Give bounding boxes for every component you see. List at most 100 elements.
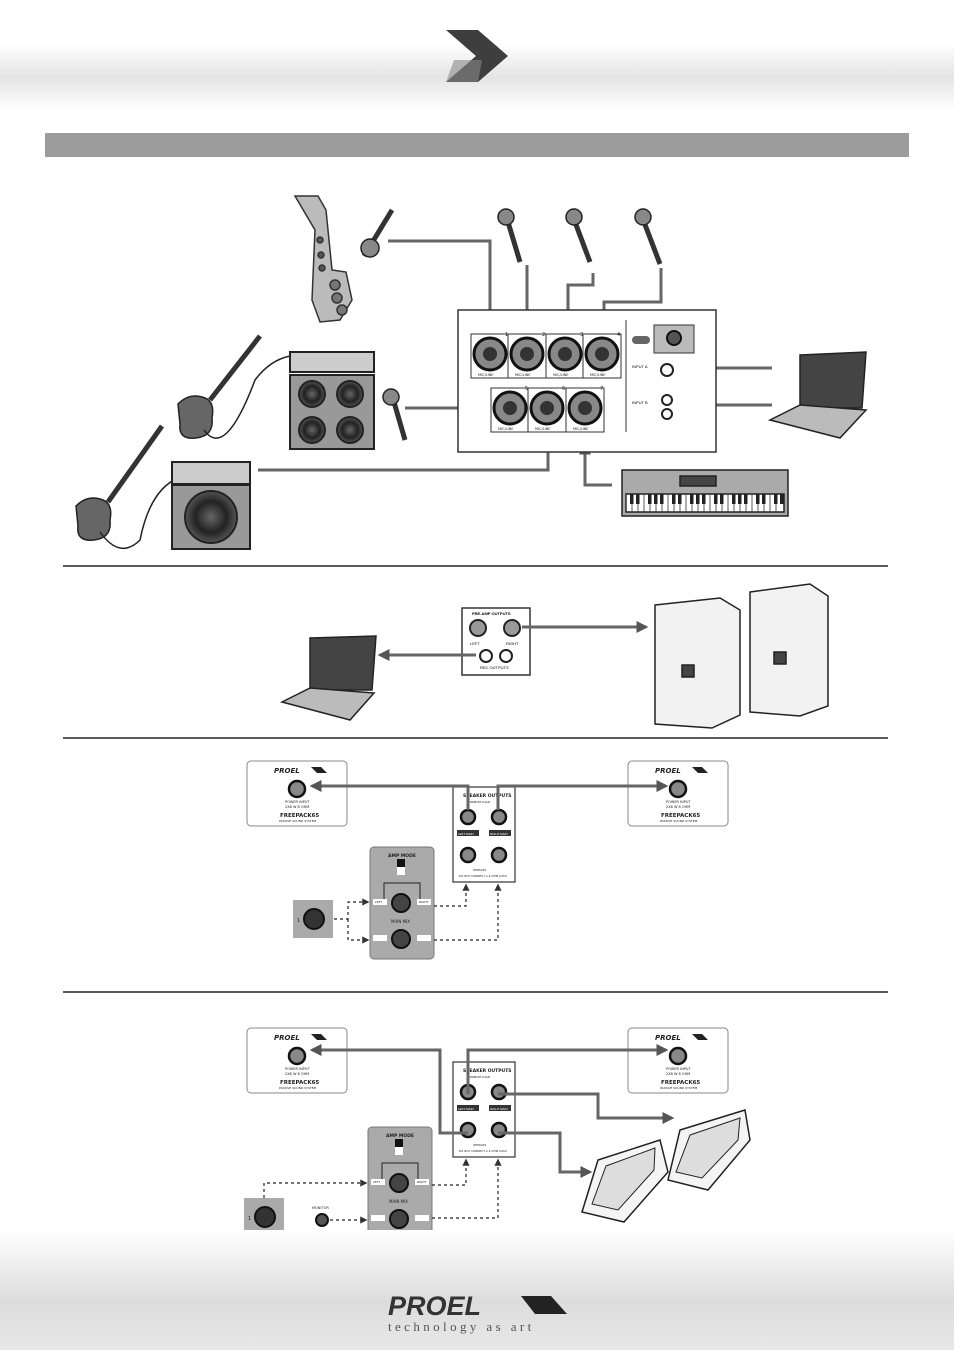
jack-label: MIC/LINE [573, 427, 589, 431]
jack-label: MIC/LINE [535, 427, 551, 431]
keyboard-keys [625, 494, 784, 512]
svg-text:POWER INPUT: POWER INPUT [666, 1067, 691, 1071]
jack-label: MIC/LINE [590, 373, 606, 377]
svg-text:RIGHT MAIN: RIGHT MAIN [490, 832, 508, 836]
pa-speaker-icon [654, 597, 741, 729]
svg-text:POWER INPUT: POWER INPUT [285, 800, 310, 804]
svg-text:FREEPACK65: FREEPACK65 [280, 1080, 319, 1086]
svg-text:SPEAKER OUTPUTS: SPEAKER OUTPUTS [463, 1068, 512, 1074]
microphone-icon [565, 208, 593, 263]
channel-number: 7 [600, 386, 603, 392]
svg-text:PROEL: PROEL [274, 767, 300, 775]
saxophone-icon [293, 195, 353, 323]
laptop-icon [279, 635, 377, 721]
svg-text:FREEPACK65: FREEPACK65 [280, 813, 319, 819]
svg-text:DO NOT CONNECT A 4-OHM LOAD: DO NOT CONNECT A 4-OHM LOAD [459, 1149, 507, 1153]
line-input-section [632, 324, 695, 420]
svg-text:PASSIVE SOUND SYSTEM: PASSIVE SOUND SYSTEM [660, 819, 698, 823]
svg-text:2X8 W 8 OHM: 2X8 W 8 OHM [285, 805, 309, 809]
pa-speaker-icon [749, 583, 829, 717]
svg-text:WEDGES: WEDGES [473, 868, 486, 872]
keyboard-synth-icon [621, 469, 789, 517]
section-title-bar [45, 133, 909, 157]
microphone-icon [634, 208, 663, 265]
channel-number: 3 [580, 332, 583, 338]
svg-text:RIGHT: RIGHT [417, 1180, 427, 1184]
svg-text:2X8 W 8 OHM: 2X8 W 8 OHM [285, 1072, 309, 1076]
input-b-label: INPUT B [632, 400, 648, 405]
svg-text:PROEL: PROEL [655, 1034, 681, 1042]
svg-text:WEDGES: WEDGES [473, 1143, 486, 1147]
svg-text:PROEL: PROEL [655, 767, 681, 775]
svg-text:AMP MODE: AMP MODE [388, 853, 416, 859]
jack-label: MIC/LINE [515, 373, 531, 377]
wedge-monitor-icon [581, 1139, 669, 1223]
wedge-monitor-icon [667, 1109, 751, 1191]
laptop-icon [767, 351, 868, 439]
amp-mode-panel: AMP MODE MAIN MIX LEFT RIGHT [367, 1126, 433, 1240]
svg-text:POWER INPUT: POWER INPUT [666, 800, 691, 804]
svg-text:FREEPACK65: FREEPACK65 [661, 1080, 700, 1086]
rec-outputs-label: REC OUTPUTS [480, 665, 509, 670]
svg-text:LEFT MAIN: LEFT MAIN [458, 832, 474, 836]
brand-tagline: technology as art [388, 1319, 535, 1334]
svg-text:PASSIVE SOUND SYSTEM: PASSIVE SOUND SYSTEM [279, 819, 317, 823]
svg-text:FREEPACK65: FREEPACK65 [661, 813, 700, 819]
header-chevron-icon [446, 30, 508, 82]
preamp-output-panel [461, 607, 531, 676]
proel-logo-icon [521, 1296, 567, 1314]
microphone-icon [497, 208, 523, 263]
jack-label: MIC/LINE [478, 373, 494, 377]
svg-text:1: 1 [297, 918, 300, 924]
microphone-icon [382, 388, 408, 441]
svg-text:MINIMUM LOAD: MINIMUM LOAD [467, 1075, 491, 1079]
channel-number: 4 [617, 332, 620, 338]
svg-text:AMP MODE: AMP MODE [386, 1133, 414, 1139]
microphone-icon [360, 208, 395, 258]
gain-knob: 1 [293, 900, 333, 938]
jack-label: MIC/LINE [553, 373, 569, 377]
channel-number: 2 [542, 332, 545, 338]
brand-logo-text: PROEL [388, 1291, 482, 1321]
svg-text:PASSIVE SOUND SYSTEM: PASSIVE SOUND SYSTEM [279, 1086, 317, 1090]
electric-guitar-icon [75, 424, 179, 549]
preamp-outputs-label: PRE-AMP OUTPUTS [472, 611, 511, 616]
electric-guitar-icon [177, 334, 291, 439]
svg-text:RIGHT MAIN: RIGHT MAIN [490, 1107, 508, 1111]
svg-text:RIGHT: RIGHT [419, 900, 429, 904]
svg-text:MINIMUM LOAD: MINIMUM LOAD [467, 800, 491, 804]
svg-text:SPEAKER OUTPUTS: SPEAKER OUTPUTS [463, 793, 512, 799]
gain-knob: 1 [244, 1198, 284, 1236]
combo-amplifier-icon [171, 461, 251, 550]
page-footer-band [0, 1230, 954, 1350]
svg-text:LEFT: LEFT [373, 1180, 380, 1184]
svg-text:DO NOT CONNECT A 4-OHM LOAD: DO NOT CONNECT A 4-OHM LOAD [459, 874, 507, 878]
channel-number: 6 [562, 386, 565, 392]
svg-text:2X8 W 8 OHM: 2X8 W 8 OHM [666, 1072, 690, 1076]
svg-text:LEFT: LEFT [375, 900, 382, 904]
monitor-knob: MONITOR [312, 1206, 329, 1227]
jack-label: MIC/LINE [498, 427, 514, 431]
output-left-label: LEFT [470, 641, 480, 646]
channel-number: 1 [505, 332, 508, 338]
svg-text:MONITOR: MONITOR [312, 1206, 329, 1210]
channel-number: 5 [525, 386, 528, 392]
svg-text:LEFT MAIN: LEFT MAIN [458, 1107, 474, 1111]
svg-text:POWER INPUT: POWER INPUT [285, 1067, 310, 1071]
svg-text:MAIN MIX: MAIN MIX [389, 1199, 408, 1204]
